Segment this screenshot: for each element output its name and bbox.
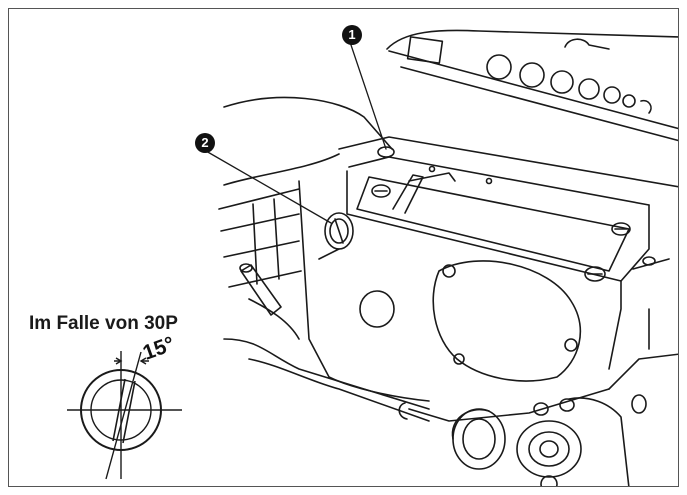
- top-hole-4: [578, 78, 600, 100]
- top-hole-6: [622, 94, 636, 108]
- top-hole-1: [486, 54, 512, 80]
- plate-small-dot-1: [428, 165, 436, 173]
- top-hole-5: [603, 86, 621, 104]
- housing-round-hole: [359, 290, 395, 328]
- cover-plate: [432, 260, 581, 382]
- linkage-screw-2: [559, 398, 575, 412]
- machine-upper-panel: [400, 66, 678, 142]
- rail-low: [223, 240, 300, 258]
- plate-screw-right: [611, 222, 631, 236]
- slide-plate-groove-2: [408, 172, 456, 182]
- bed-plate-face: [348, 156, 650, 206]
- top-hole-3: [550, 70, 574, 94]
- left-slope-surface: [223, 96, 393, 150]
- lever-base: [248, 298, 300, 340]
- machine-body-outline: [386, 29, 678, 50]
- rail-mid: [220, 213, 300, 232]
- leader-line-1: [350, 44, 387, 150]
- machine-top-edge: [388, 50, 678, 130]
- linkage-screw-1: [533, 402, 549, 416]
- gear-wheel: [516, 420, 582, 478]
- plate-screw-left: [371, 184, 391, 198]
- top-square-slot: [406, 36, 444, 64]
- cover-screw-2: [564, 338, 578, 352]
- linkage-arm: [408, 388, 610, 422]
- detail-angled-axis: [105, 351, 142, 480]
- plate-small-dot-2: [485, 177, 493, 185]
- detail-slot: [112, 378, 136, 444]
- top-hole-2: [519, 62, 545, 88]
- slide-plate-groove: [392, 174, 424, 214]
- lever-handle: [240, 264, 282, 316]
- slide-plate: [356, 176, 630, 272]
- screw-angle-detail: [67, 351, 182, 480]
- right-lower-frame: [568, 397, 630, 486]
- top-hook: [564, 38, 610, 50]
- angle-label: 15°: [140, 332, 178, 364]
- diagram-frame: 15° 1 2 Im Falle von 30P: [8, 8, 679, 487]
- callout-1-badge: 1: [342, 25, 362, 45]
- base-tray-lower: [248, 358, 430, 422]
- plate-screw-front: [584, 266, 606, 282]
- housing-right-edge: [608, 280, 622, 370]
- left-slope-lower: [223, 153, 340, 186]
- machine-illustration: 15°: [67, 29, 678, 486]
- rail-bottom: [228, 270, 302, 288]
- leader-line-2: [205, 150, 332, 224]
- callout-2-badge: 2: [195, 133, 215, 153]
- cover-screw-1: [442, 264, 456, 278]
- housing-bottom: [328, 376, 430, 402]
- detail-screw-inner: [90, 379, 152, 441]
- bed-plate-top: [338, 136, 678, 188]
- bed-plate-front: [346, 170, 650, 282]
- detail-screw-outer: [80, 369, 162, 451]
- case-label: Im Falle von 30P: [29, 313, 178, 334]
- base-tray: [223, 338, 430, 410]
- cover-screw-3: [453, 353, 465, 365]
- top-hole-7: [640, 99, 652, 114]
- housing-left-edge: [298, 180, 330, 378]
- rail-top: [218, 188, 300, 210]
